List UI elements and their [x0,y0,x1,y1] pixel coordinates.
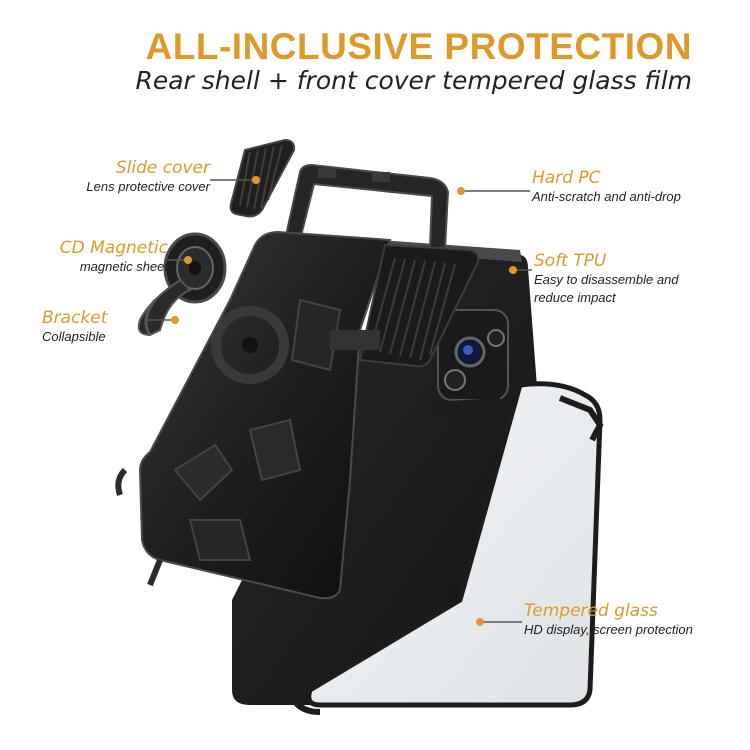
callout-bracket: Bracket Collapsible [42,308,107,346]
callout-title: Hard PC [532,168,601,188]
callout-description-line2: reduce impact [534,290,616,305]
callout-title: Soft TPU [534,251,607,271]
callout-title: CD Magnetic [59,238,168,258]
callout-soft-tpu: Soft TPU Easy to disassemble and reduce … [534,251,679,307]
callout-description: Lens protective cover [86,179,210,194]
callout-title: Slide cover [115,158,210,178]
callout-description: Collapsible [42,329,106,344]
tempered-glass-panel [286,381,604,715]
callout-cd-magnetic: CD Magnetic magnetic sheet [60,238,168,276]
callout-description: Anti-scratch and anti-drop [532,189,681,204]
callout-description: magnetic sheet [79,259,168,274]
page-subtitle: Rear shell + front cover tempered glass … [135,66,692,95]
callout-tempered-glass: Tempered glass HD display, screen protec… [524,601,693,639]
hard-pc-frame [283,163,450,249]
rear-shell [115,230,480,600]
callout-hard-pc: Hard PC Anti-scratch and anti-drop [532,168,681,206]
callout-description-line1: Easy to disassemble and [534,272,679,287]
slide-cover-part [229,138,296,218]
leader-dots [171,176,517,626]
callout-title: Tempered glass [524,601,658,621]
bracket-part [137,278,192,337]
callout-description: HD display, screen protection [524,622,693,637]
callout-slide-cover: Slide cover Lens protective cover [86,158,210,196]
leader-lines [146,179,532,623]
page-title: ALL-INCLUSIVE PROTECTION [145,26,692,67]
callout-title: Bracket [42,308,108,328]
